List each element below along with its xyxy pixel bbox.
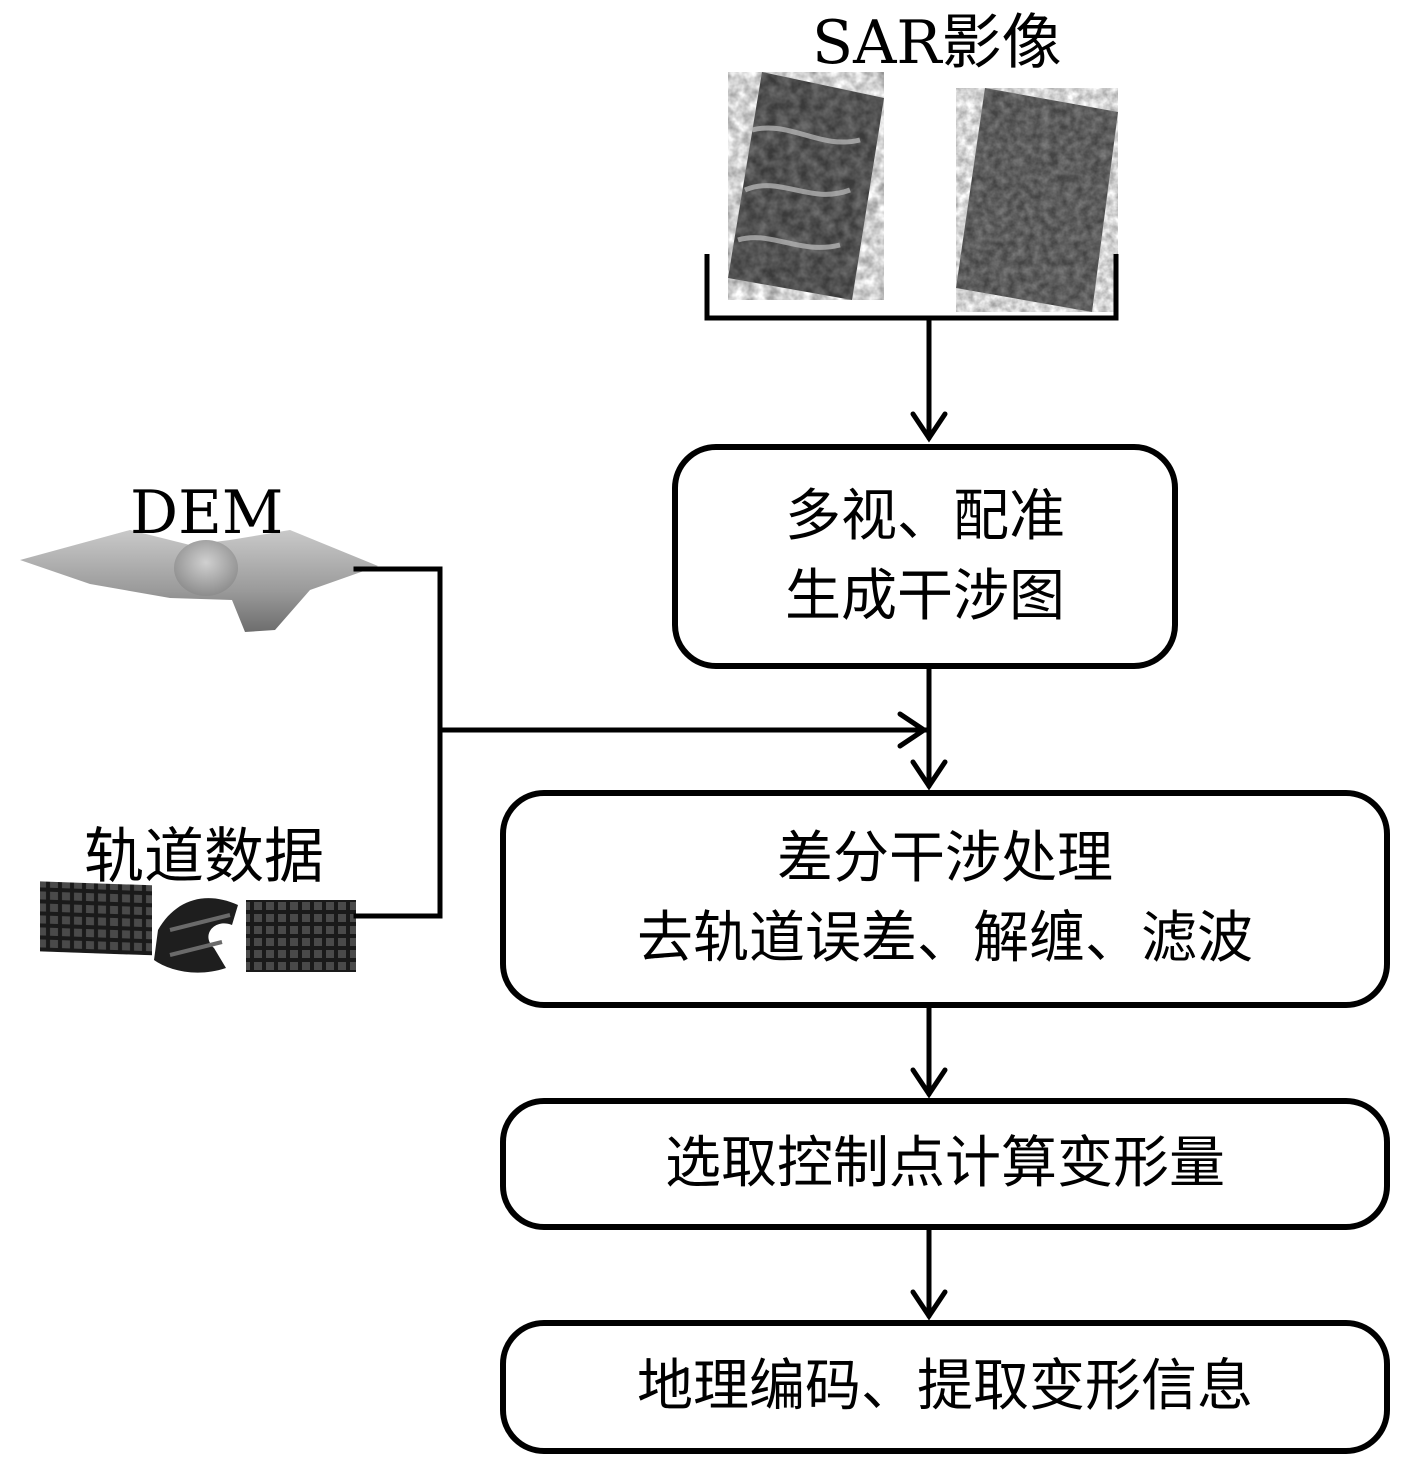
step-control-points-box: 选取控制点计算变形量 bbox=[500, 1098, 1390, 1230]
dem-surface bbox=[20, 530, 378, 632]
arrow-step1-to-step2 bbox=[910, 666, 948, 791]
step-1-line-1: 多视、配准 bbox=[785, 483, 1065, 549]
sar-bracket bbox=[704, 254, 1119, 321]
step-1-line-2: 生成干涉图 bbox=[785, 563, 1065, 629]
sar-image-label: SAR影像 bbox=[812, 8, 1062, 78]
step-geocoding-box: 地理编码、提取变形信息 bbox=[500, 1320, 1390, 1454]
arrow-step2-to-step3 bbox=[910, 1005, 948, 1099]
step-multilook-registration-box: 多视、配准 生成干涉图 bbox=[672, 444, 1178, 669]
arrow-step3-to-step4 bbox=[910, 1227, 948, 1321]
dem-label: DEM bbox=[130, 478, 284, 548]
arrow-sar-to-step1 bbox=[910, 315, 948, 443]
connector-dem-orbit bbox=[353, 566, 929, 919]
sar-image-1 bbox=[728, 72, 884, 300]
step-4-line-1: 地理编码、提取变形信息 bbox=[637, 1354, 1253, 1419]
step-2-line-1: 差分干涉处理 bbox=[777, 826, 1113, 891]
step-3-line-1: 选取控制点计算变形量 bbox=[665, 1131, 1225, 1196]
orbit-data-label: 轨道数据 bbox=[84, 822, 324, 892]
satellite-icon bbox=[40, 881, 356, 973]
step-2-line-2: 去轨道误差、解缠、滤波 bbox=[637, 906, 1253, 971]
step-differential-interferometry-box: 差分干涉处理 去轨道误差、解缠、滤波 bbox=[500, 790, 1390, 1008]
sar-image-2 bbox=[956, 88, 1118, 312]
